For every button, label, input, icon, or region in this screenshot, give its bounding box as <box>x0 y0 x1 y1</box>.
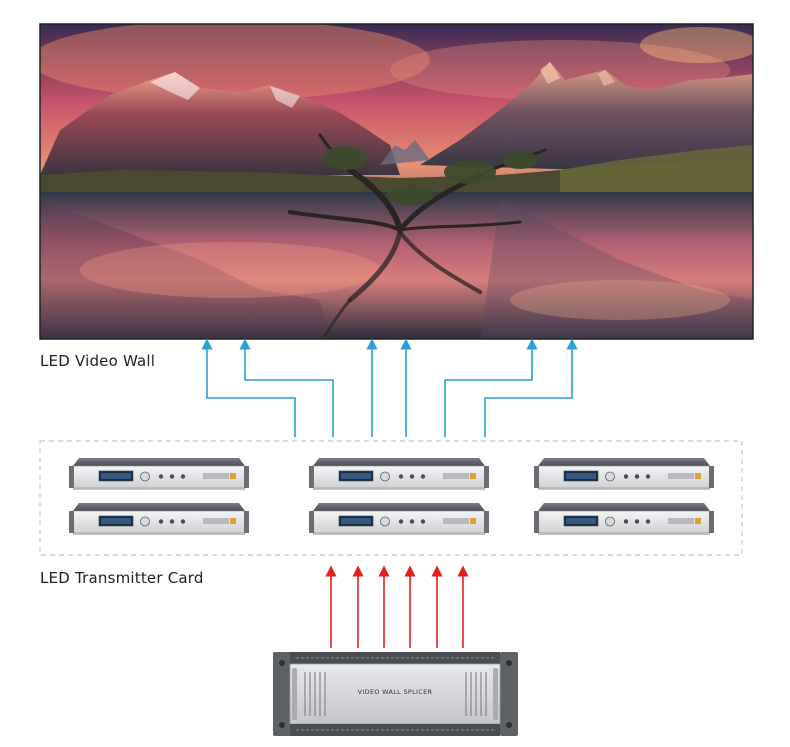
transmitter-card-4 <box>68 502 250 536</box>
led-transmitter-card-label: LED Transmitter Card <box>40 569 204 587</box>
led-video-wall-label: LED Video Wall <box>40 352 156 370</box>
led-video-wall <box>40 24 753 339</box>
blue-arrow-1 <box>201 338 296 437</box>
transmitter-card-5 <box>308 502 490 536</box>
red-signal-arrows <box>325 565 469 648</box>
video-wall-frame <box>39 23 754 340</box>
transmitter-card-6 <box>533 502 715 536</box>
splicer-faceplate-label: VIDEO WALL SPLICER <box>357 688 433 696</box>
blue-signal-arrows <box>201 338 578 437</box>
transmitter-card-3 <box>533 457 715 491</box>
transmitter-card-1 <box>68 457 250 491</box>
tree-foliage <box>323 146 538 205</box>
blue-arrow-5 <box>444 338 538 437</box>
transmitter-card-group-border <box>39 440 743 556</box>
blue-arrow-6 <box>484 338 578 437</box>
transmitter-card-2 <box>308 457 490 491</box>
video-wall-splicer <box>273 652 518 736</box>
blue-arrow-2 <box>239 338 334 437</box>
